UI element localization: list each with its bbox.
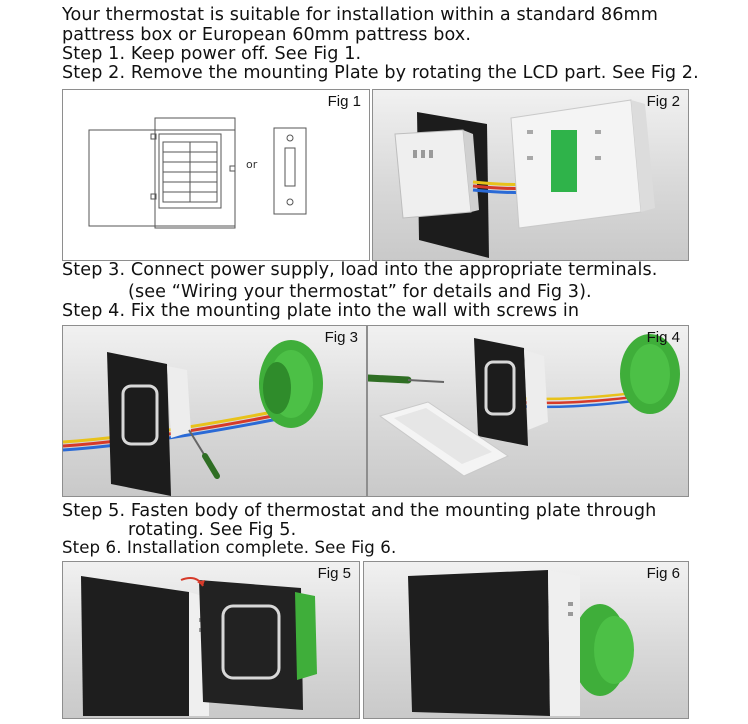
fig2-panel: Fig 2 <box>372 89 689 261</box>
fig4-label: Fig 4 <box>646 329 680 346</box>
intro-line-1: Your thermostat is suitable for installa… <box>62 5 659 25</box>
step-2-text: Step 2. Remove the mounting Plate by rot… <box>62 63 699 83</box>
fig6-label: Fig 6 <box>646 565 680 582</box>
step-5-line-1: Step 5. Fasten body of thermostat and th… <box>62 501 657 521</box>
fig6-panel: Fig 6 <box>363 561 689 719</box>
fig6-illustration <box>408 570 634 716</box>
fig1-line-drawing <box>88 117 307 229</box>
step-1-text: Step 1. Keep power off. See Fig 1. <box>62 44 362 64</box>
fig2-illustration <box>394 99 655 258</box>
fig4-illustration <box>368 334 680 477</box>
step-3-line-1: Step 3. Connect power supply, load into … <box>62 260 658 280</box>
fig3-panel: Fig 3 <box>62 325 367 497</box>
fig5-illustration <box>81 576 317 716</box>
step-6-text: Step 6. Installation complete. See Fig 6… <box>62 538 397 557</box>
fig4-panel: Fig 4 <box>367 325 689 497</box>
fig1-panel: Fig 1 or <box>62 89 370 261</box>
fig3-label: Fig 3 <box>324 329 358 346</box>
fig3-illustration <box>63 340 323 496</box>
step-5-line-2: rotating. See Fig 5. <box>128 520 297 540</box>
fig1-label: Fig 1 <box>327 93 361 110</box>
fig5-panel: Fig 5 <box>62 561 360 719</box>
step-3-line-2: (see “Wiring your thermostat” for detail… <box>128 282 592 302</box>
fig5-label: Fig 5 <box>317 565 351 582</box>
step-4-text: Step 4. Fix the mounting plate into the … <box>62 301 580 321</box>
fig2-label: Fig 2 <box>646 93 680 110</box>
fig1-or-label: or <box>246 158 258 171</box>
intro-line-2: pattress box or European 60mm pattress b… <box>62 25 472 45</box>
